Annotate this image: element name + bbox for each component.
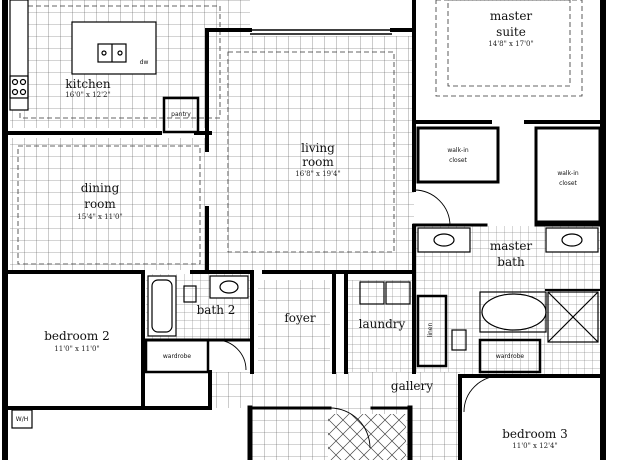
walkin-left-2: closet (449, 157, 467, 164)
walkin-left-area (418, 130, 498, 180)
wh-label: W/H (16, 416, 28, 423)
gallery-name: gallery (391, 379, 433, 393)
wh-tank (11, 409, 33, 429)
range (9, 75, 29, 99)
dining-floor (10, 138, 210, 270)
laundry-floor (346, 280, 414, 372)
master-bath-name-2: bath (497, 255, 525, 269)
door-arc-4 (463, 375, 501, 413)
living-tray (227, 51, 395, 253)
walkin-right-2: closet (559, 180, 577, 187)
wardrobe-right-label: wardrobe (496, 353, 525, 360)
carpeted-rooms (10, 0, 604, 460)
labels: kitchen 16'0" x 12'2" dw pantry living r… (16, 9, 579, 450)
bedroom2-area (10, 274, 144, 406)
bedroom2-name: bedroom 2 (44, 329, 109, 343)
foyer-name: foyer (284, 311, 316, 325)
toilet-master (451, 329, 467, 351)
door-arc-2 (215, 339, 247, 371)
dining-name-2: room (84, 197, 116, 211)
door-arc-1 (413, 189, 451, 227)
washer (359, 281, 385, 305)
living-name-2: room (302, 155, 334, 169)
linen-label: linen (427, 322, 434, 337)
master-suite-area (418, 0, 604, 120)
living-name-1: living (301, 141, 335, 155)
master-bath-name-1: master (490, 239, 533, 253)
shower (547, 291, 599, 343)
entry-diamond (328, 414, 406, 460)
bedroom2-dim: 11'0" x 11'0" (54, 345, 99, 353)
pantry-label: pantry (171, 111, 191, 118)
dining-dim: 15'4" x 11'0" (77, 213, 122, 221)
master-vanity-right (545, 227, 599, 253)
dw-label: dw (140, 59, 149, 66)
kitchen-counter-left (9, 0, 29, 111)
laundry-name: laundry (359, 317, 406, 331)
fixtures (9, 0, 599, 449)
master-vanity-left (417, 227, 471, 253)
walkin-left-1: walk-in (447, 147, 469, 154)
bedroom3-name: bedroom 3 (502, 427, 567, 441)
bedroom3-area (462, 376, 600, 460)
kitchen-island (71, 21, 157, 75)
master-tray-redraw (435, 0, 583, 97)
kitchen-dim: 16'0" x 12'2" (65, 91, 110, 99)
master-name-2: suite (496, 25, 526, 39)
walls (2, 0, 606, 460)
wardrobe-left-label: wardrobe (163, 353, 192, 360)
bath2-tub (147, 275, 177, 337)
kitchen-name: kitchen (65, 77, 110, 91)
toilet-bath2 (183, 285, 197, 303)
bath2-vanity (209, 275, 249, 299)
master-dim: 14'8" x 17'0" (488, 40, 533, 48)
living-floor (210, 36, 414, 272)
master-tray-inner (447, 0, 571, 87)
dining-soffit (17, 145, 201, 265)
dryer (385, 281, 411, 305)
master-name-1: master (490, 9, 533, 23)
walkin-right-1: walk-in (557, 170, 579, 177)
foyer-floor (258, 280, 330, 372)
gallery-floor (210, 372, 460, 408)
dining-name-1: dining (81, 181, 120, 195)
door-arc-3 (329, 407, 371, 449)
walkin-right-area (538, 130, 600, 220)
bedroom3-dim: 11'0" x 12'4" (512, 442, 557, 450)
bath2-name: bath 2 (197, 303, 236, 317)
master-tub (481, 293, 547, 331)
living-dim: 16'8" x 19'4" (295, 170, 340, 178)
